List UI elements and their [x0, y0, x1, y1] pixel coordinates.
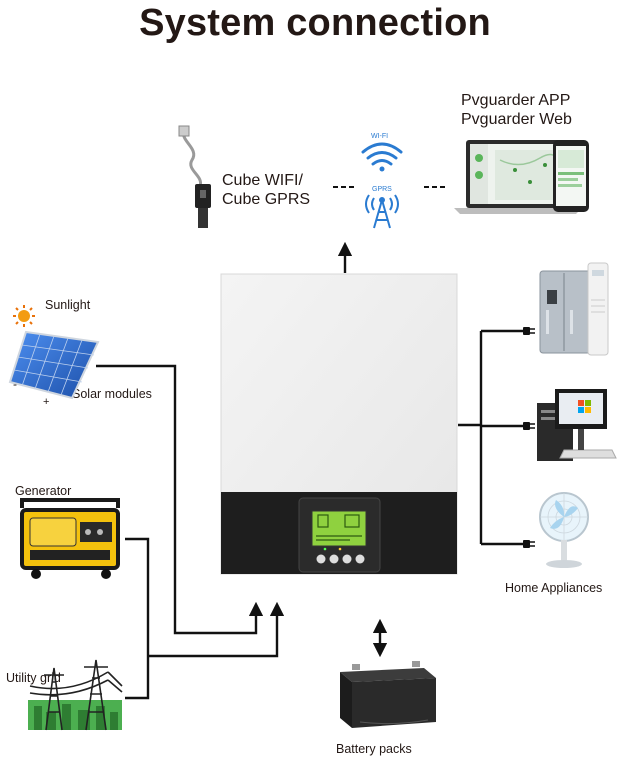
laptop-phone-app-icon — [454, 140, 589, 214]
gprs-label: GPRS — [372, 186, 392, 193]
sunlight-label: Sunlight — [45, 298, 91, 312]
lcd-screen-icon — [311, 510, 367, 547]
generator-utility-bus — [125, 537, 150, 700]
svg-text:+: + — [43, 396, 49, 408]
cube-wifi-label: Cube WIFI/ — [222, 172, 303, 189]
generator-label: Generator — [15, 484, 72, 498]
refrigerator-ac-icon — [539, 262, 609, 356]
fan-icon — [539, 492, 589, 568]
wifi-icon — [361, 142, 403, 172]
page-title: System connection — [139, 2, 491, 44]
plug-icons — [523, 327, 535, 548]
app-label-line1: Pvguarder APP — [461, 92, 571, 109]
cube-gprs-label: Cube GPRS — [222, 191, 311, 208]
connection-lines — [96, 186, 525, 700]
wifi-label: WI-FI — [371, 133, 389, 140]
plug-icon — [523, 422, 530, 430]
inverter — [220, 273, 458, 575]
battery-packs-label: Battery packs — [336, 742, 412, 756]
generator-icon — [20, 498, 120, 579]
ac-input-line — [148, 601, 285, 658]
home-appliances-label: Home Appliances — [505, 581, 603, 595]
solar-modules-label: Solar modules — [72, 387, 152, 401]
computer-icon — [537, 389, 617, 461]
plug-icon — [523, 540, 530, 548]
lcd-glyphs-icon — [316, 514, 362, 541]
inverter-button-4-icon — [355, 554, 365, 564]
gprs-tower-icon — [365, 194, 399, 229]
plug-icon — [523, 327, 530, 335]
sun-icon — [13, 305, 35, 327]
cube-wifi-dongle-icon — [178, 125, 211, 228]
svg-text:-: - — [13, 377, 17, 391]
inverter-button-2-icon — [329, 554, 339, 564]
utility-grid-icon — [28, 659, 123, 731]
inverter-button-3-icon — [342, 554, 352, 564]
solar-panel-icon: - + — [8, 330, 100, 408]
solar-input-line — [96, 364, 264, 635]
inverter-button-1-icon — [316, 554, 326, 564]
app-label: Pvguarder APP Pvguarder Web — [461, 91, 572, 129]
cube-label: Cube WIFI/ Cube GPRS — [222, 171, 310, 209]
web-label-line2: Pvguarder Web — [461, 111, 572, 128]
battery-icon — [340, 661, 436, 728]
